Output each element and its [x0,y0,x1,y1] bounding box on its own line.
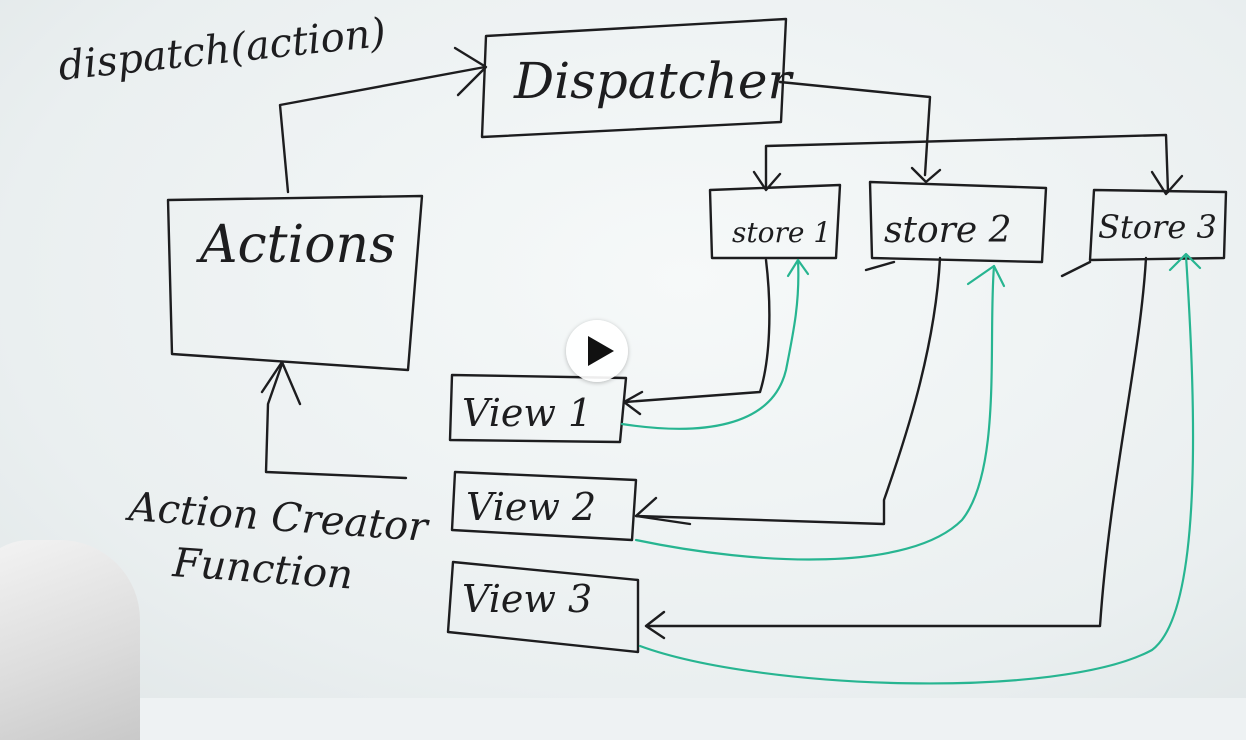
view1-box [448,373,628,444]
dispatch-call-label: dispatch(action) [56,10,388,90]
store2-to-view2-line [634,256,942,526]
store2-box [868,180,1048,264]
arrowhead-view2 [634,496,692,526]
arrowhead-store2 [910,166,942,184]
stray-mark-store3 [1060,260,1092,278]
view3-label: View 3 [462,577,592,621]
actions-box [166,194,424,372]
store2-label: store 2 [884,210,1011,251]
teal-arrowhead-store1 [786,258,810,278]
view3-to-store3-arrow [638,254,1195,685]
arrowhead-view3 [644,610,666,640]
view1-label: View 1 [462,391,592,435]
store3-box [1088,188,1228,262]
action-creator-label-line1: Action Creator [123,484,432,551]
whiteboard-diagram: dispatch(action) Dispatcher Actions Acti… [56,10,1228,685]
stray-mark-store2 [864,260,896,272]
view3-box [446,560,640,654]
view2-box [450,470,638,542]
action-creator-label-line2: Function [170,540,354,599]
arrowhead-actions [260,360,302,406]
actions-to-dispatcher-arrow [278,65,487,194]
arrowhead-store1 [752,170,782,192]
view2-to-store2-arrow [634,264,996,561]
arrowhead-store3 [1150,170,1184,196]
presenter-shoulder [0,540,140,740]
play-icon [588,336,614,366]
view2-label: View 2 [466,485,596,529]
dispatcher-label: Dispatcher [513,52,794,110]
store3-label: Store 3 [1098,208,1217,246]
store1-to-view1-line [623,258,771,404]
action-creator-to-actions-line [264,362,408,480]
teal-arrowhead-store2 [966,264,1006,288]
store-bus-line [764,133,1170,194]
arrowhead-dispatcher [453,46,488,97]
store1-label: store 1 [732,216,831,249]
teal-arrowhead-store3 [1168,252,1202,272]
store1-box [708,183,842,260]
dispatcher-to-stores-line [778,80,932,177]
store3-to-view3-line [646,256,1148,628]
view1-to-store1-arrow [620,258,800,430]
play-button[interactable] [566,320,628,382]
actions-label: Actions [196,215,396,275]
dispatcher-box [480,17,788,139]
arrowhead-view1 [622,390,644,416]
